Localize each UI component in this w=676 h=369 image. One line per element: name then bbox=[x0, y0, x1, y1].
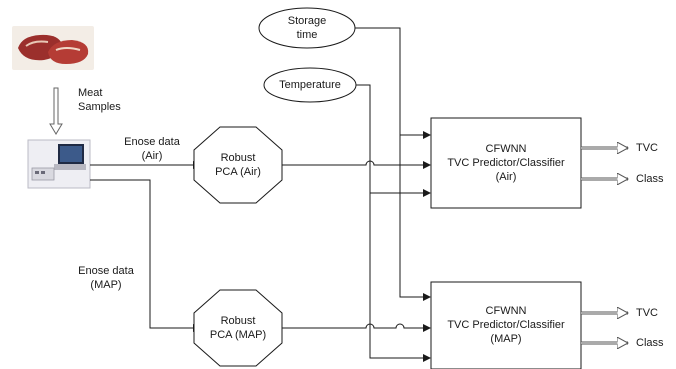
pca-air-octagon bbox=[193, 126, 283, 204]
meat-to-device-arrow bbox=[49, 87, 63, 135]
enose-air-line-2: (Air) bbox=[141, 150, 163, 162]
storage-time-line bbox=[355, 27, 431, 301]
temperature-line bbox=[356, 84, 431, 362]
meat-samples-line-1: Meat bbox=[78, 87, 103, 99]
pca-air-label: Robust PCA (Air) bbox=[194, 151, 282, 179]
map-class-output: Class bbox=[636, 337, 664, 349]
pca-air-line-1: Robust bbox=[220, 152, 256, 164]
pca-air-to-cfwnn-line bbox=[282, 160, 431, 169]
storage-time-label: Storage time bbox=[259, 14, 355, 42]
enose-air-line-1: Enose data bbox=[124, 136, 180, 148]
temperature-text: Temperature bbox=[279, 79, 341, 91]
storage-time-line-1: Storage bbox=[287, 15, 327, 27]
enose-map-line-2: (MAP) bbox=[90, 279, 122, 291]
cfwnn-map-line-1: CFWNN bbox=[485, 305, 527, 317]
pca-map-label: Robust PCA (MAP) bbox=[194, 314, 282, 342]
cfwnn-air-line-3: (Air) bbox=[495, 171, 517, 183]
cfwnn-map-label: CFWNN TVC Predictor/Classifier (MAP) bbox=[431, 304, 581, 346]
cfwnn-air-line-1: CFWNN bbox=[485, 143, 527, 155]
pca-map-to-cfwnn-line bbox=[282, 323, 431, 332]
map-tvc-output: TVC bbox=[636, 307, 658, 319]
cfwnn-air-box bbox=[430, 117, 582, 209]
meat-samples-label: Meat Samples bbox=[78, 86, 121, 114]
meat-samples-image bbox=[12, 26, 94, 70]
cfwnn-map-line-2: TVC Predictor/Classifier bbox=[447, 319, 565, 331]
pca-map-octagon bbox=[193, 289, 283, 367]
meat-samples-line-2: Samples bbox=[78, 101, 121, 113]
air-class-output: Class bbox=[636, 173, 664, 185]
temperature-label: Temperature bbox=[264, 78, 356, 92]
storage-time-line-2: time bbox=[296, 29, 318, 41]
cfwnn-map-line-3: (MAP) bbox=[490, 333, 522, 345]
pca-map-line-2: PCA (MAP) bbox=[209, 329, 267, 341]
cfwnn-air-line-2: TVC Predictor/Classifier bbox=[447, 157, 565, 169]
enose-map-label: Enose data (MAP) bbox=[72, 264, 140, 292]
cfwnn-air-label: CFWNN TVC Predictor/Classifier (Air) bbox=[431, 142, 581, 184]
map-data-line bbox=[90, 179, 201, 332]
air-tvc-output: TVC bbox=[636, 142, 658, 154]
cfwnn-map-box bbox=[430, 281, 582, 369]
enose-map-line-1: Enose data bbox=[78, 265, 134, 277]
enose-device-image bbox=[27, 139, 91, 189]
pca-air-line-2: PCA (Air) bbox=[215, 166, 261, 178]
pca-map-line-1: Robust bbox=[220, 315, 256, 327]
enose-air-label: Enose data (Air) bbox=[118, 135, 186, 163]
